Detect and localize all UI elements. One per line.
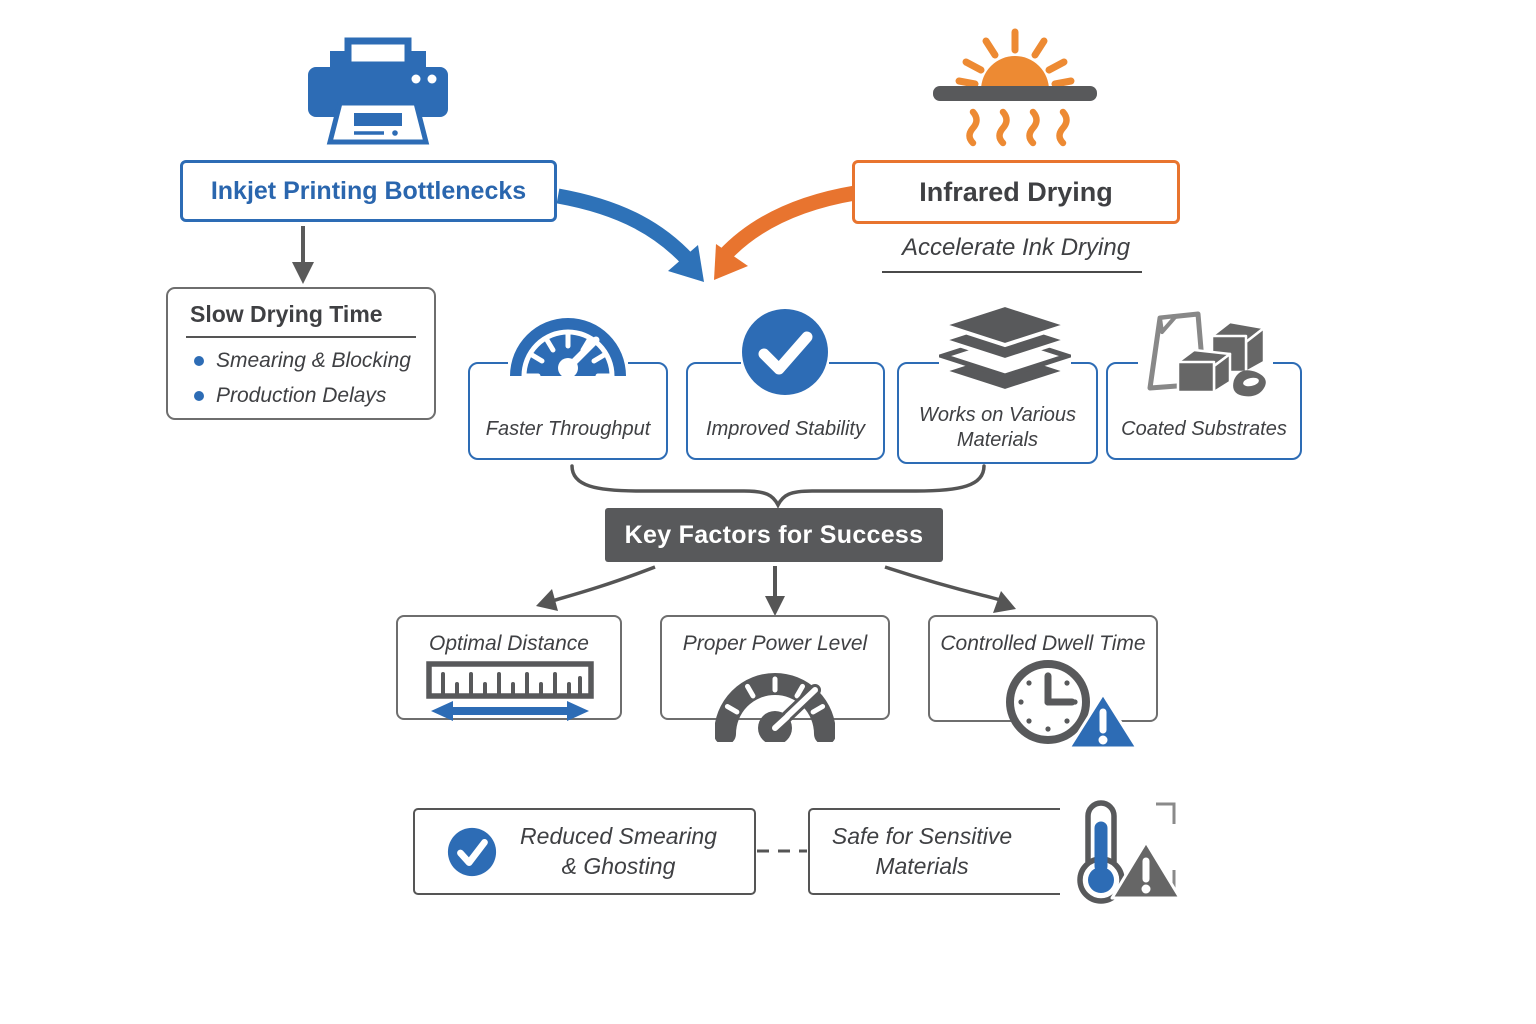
layers-icon [939,303,1071,394]
solution-title-box: Infrared Drying [852,160,1180,224]
outcome-box-safe-materials: Safe for Sensitive Materials [808,808,1066,895]
benefit-label: Coated Substrates [1121,418,1287,440]
factor-label: Controlled Dwell Time [940,632,1146,655]
printer-icon [308,37,448,145]
infrared-lamp-icon [933,28,1097,147]
check-circle-icon [447,827,496,876]
solution-subtitle: Accelerate Ink Drying [901,234,1131,261]
benefit-box-improved-stability: Improved Stability [686,362,885,460]
factor-label: Proper Power Level [682,632,868,655]
outcome-label: Reduced Smearing & Ghosting [520,822,717,879]
bullet-icon [194,391,204,401]
key-factors-bar: Key Factors for Success [605,508,943,562]
thermometer-warning-icon [1060,800,1182,904]
outcome-label: Safe for Sensitive Materials [831,822,1013,879]
substrates-icon [1138,311,1273,397]
bullet-icon [194,356,204,366]
split-arrow-right [884,565,1016,613]
check-circle-icon [741,309,829,395]
list-item: Smearing & Blocking [186,349,416,373]
gauge-icon [508,318,628,378]
outcome-box-reduced-smearing: Reduced Smearing & Ghosting [413,808,756,895]
issue-bullet: Smearing & Blocking [216,349,411,372]
problem-title: Inkjet Printing Bottlenecks [210,176,527,205]
issue-bullet: Production Delays [216,384,387,407]
benefit-label: Improved Stability [706,418,865,440]
problem-title-box: Inkjet Printing Bottlenecks [180,160,557,222]
benefit-box-faster-throughput: Faster Throughput [468,362,668,460]
benefit-label: Works on Various Materials [918,404,1077,451]
split-arrow-center [765,566,785,616]
key-factors-title: Key Factors for Success [624,520,924,549]
split-arrow-left [536,565,656,611]
blue-curved-arrow [556,188,704,282]
issue-box: Slow Drying Time Smearing & Blocking Pro… [166,287,436,420]
down-arrow [292,226,314,284]
ruler-distance-icon [426,661,594,721]
benefit-label: Faster Throughput [485,418,651,440]
orange-curved-arrow [714,185,857,280]
subtitle-underline [882,271,1142,273]
clock-warning-icon [1006,660,1139,750]
power-gauge-icon [715,673,835,742]
factor-label: Optimal Distance [429,632,589,655]
brace [570,464,986,509]
issue-title: Slow Drying Time [186,299,416,338]
solution-title: Infrared Drying [919,176,1113,207]
list-item: Production Delays [186,384,416,408]
factor-box-proper-power-level: Proper Power Level [660,615,890,720]
benefit-box-coated-substrates: Coated Substrates [1106,362,1302,460]
